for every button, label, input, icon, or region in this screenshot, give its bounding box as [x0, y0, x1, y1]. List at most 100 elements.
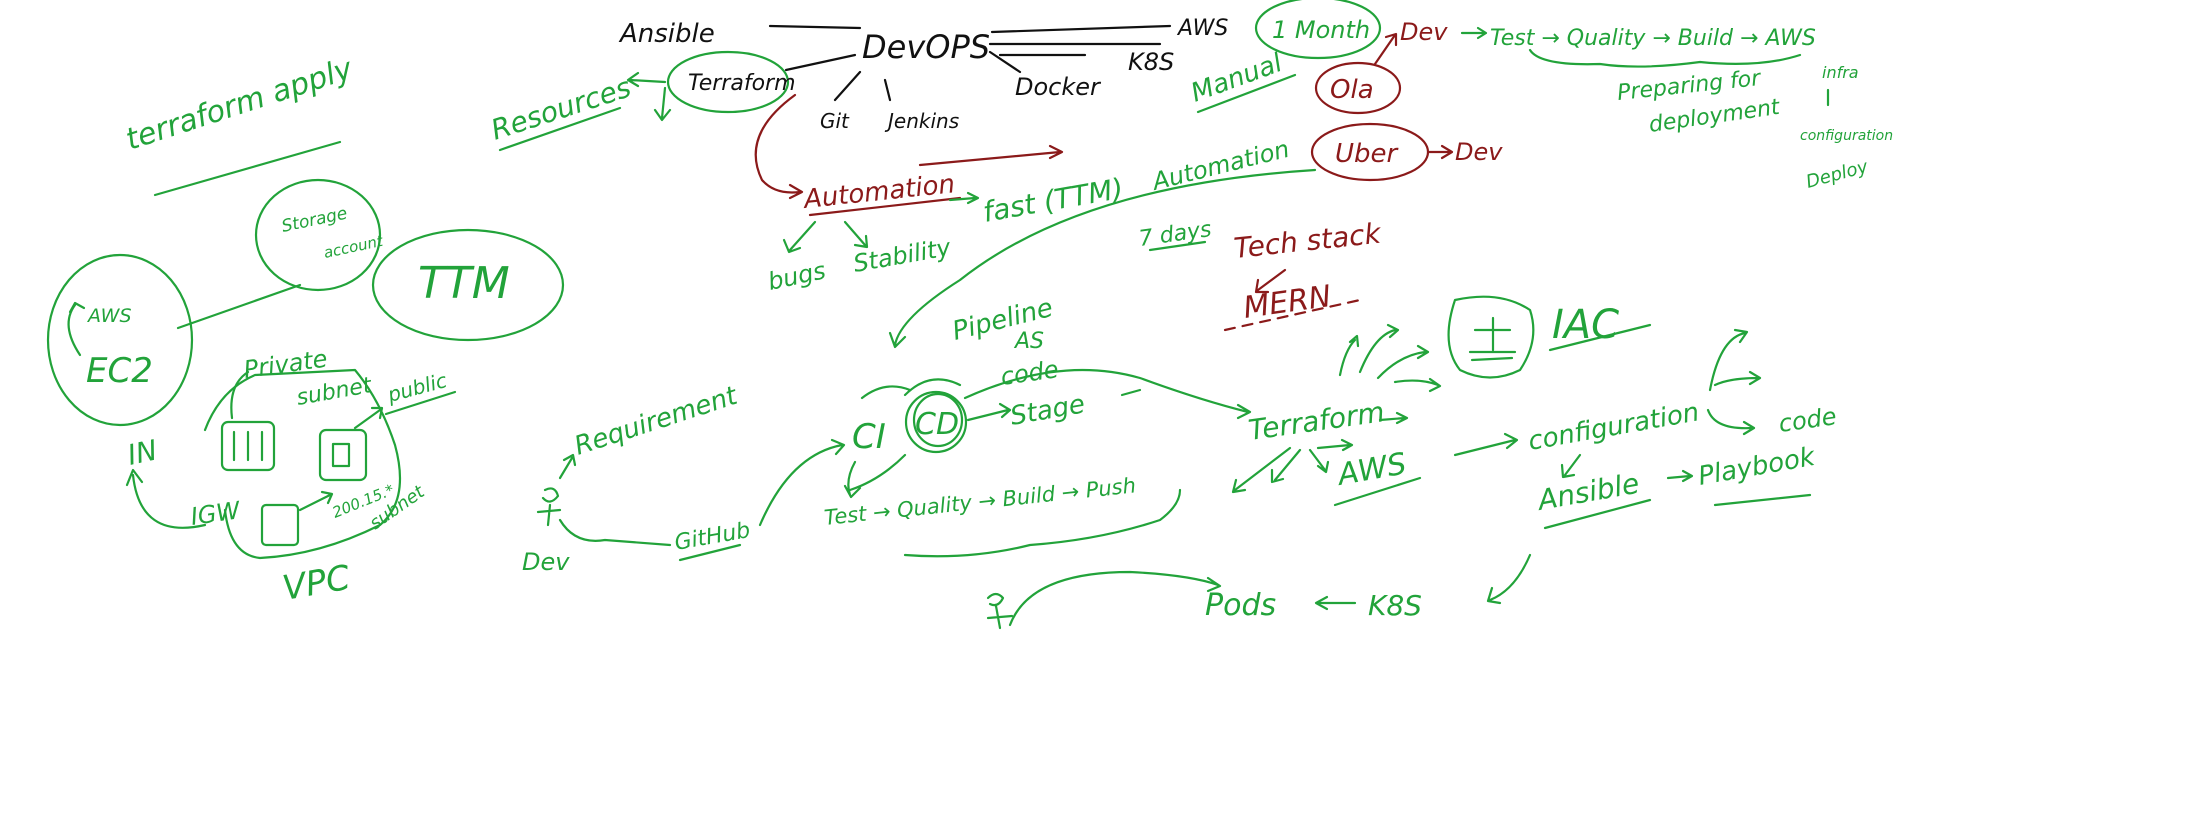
seven-days-underline	[1148, 240, 1207, 252]
dev-person-icon	[536, 487, 562, 527]
iac-glyph	[1468, 316, 1517, 362]
automation-red-arrow	[918, 144, 1064, 167]
aws-config-arrow	[1453, 432, 1519, 457]
aws-ec2-circle	[46, 253, 194, 427]
public-subnet-box	[318, 428, 368, 482]
left-section: terraform apply Storage account TTM AWS …	[46, 51, 565, 609]
ansible-underline	[1543, 498, 1652, 530]
private-subnet-box	[220, 420, 276, 472]
igw-label: IGW	[189, 496, 243, 531]
playbook-underline	[1713, 493, 1812, 507]
uber-label: Uber	[1335, 139, 1400, 169]
fast-label: fast (TTM)	[980, 172, 1125, 229]
iac-circle	[1447, 295, 1535, 379]
dev-requirement-arrow	[558, 453, 577, 480]
playbook-label: Playbook	[1696, 442, 1818, 492]
git-jenkins-lines	[833, 70, 892, 102]
ec2-to-storage-line	[176, 283, 302, 330]
infra-label: infra	[1822, 63, 1859, 82]
docker-label: Docker	[1015, 73, 1102, 101]
vpc-box	[203, 368, 402, 560]
terraform-devops-line	[784, 53, 857, 72]
aws-top-label: AWS	[1176, 16, 1228, 41]
igw-to-public-arrow	[298, 490, 334, 512]
terraform-branch-arrows	[1231, 438, 1354, 494]
github-underline	[678, 543, 742, 562]
ansible-playbook-arrow	[1666, 469, 1694, 483]
github-label: GitHub	[673, 518, 752, 556]
mern-underline	[1223, 298, 1362, 332]
ansible-devops-line	[768, 24, 862, 30]
terraform-apply-label: terraform apply	[122, 51, 358, 158]
terraform-resources-arrows	[626, 71, 672, 122]
igw-box	[260, 503, 300, 547]
ola-circle	[1314, 61, 1402, 115]
in-label: IN	[125, 433, 160, 471]
docker-k8s-lines	[988, 50, 1087, 74]
devops-aws-lines	[988, 24, 1172, 46]
public-to-label-arrow	[353, 406, 384, 430]
as-label: AS	[1013, 329, 1044, 354]
private-subnet-inner	[232, 430, 264, 462]
stage-dash	[1120, 388, 1142, 397]
dev-github-curve	[558, 518, 672, 547]
dev-top-label: Dev	[1400, 18, 1448, 46]
resources-label: Resources	[487, 71, 635, 147]
ansible-top-label: Ansible	[618, 19, 715, 49]
cd-circle-inner	[912, 392, 964, 448]
cd-label: CD	[915, 407, 959, 442]
ola-dev-arrow	[1373, 32, 1398, 66]
middle-section: Automation fast (TTM) Automation bugs St…	[765, 135, 1652, 393]
devops-label: DevOPS	[862, 28, 990, 66]
top-flow-label: Test → Quality → Build → AWS	[1490, 26, 1816, 51]
private-to-label-curve	[230, 370, 250, 420]
aws-ec2-curl-arrow	[67, 301, 86, 357]
deployment-label: deployment	[1647, 95, 1782, 138]
jenkins-label: Jenkins	[884, 109, 959, 133]
flow-brace	[1528, 48, 1802, 68]
cicd-left-squiggle	[843, 385, 912, 499]
one-month-circle	[1254, 0, 1382, 60]
mern-label: MERN	[1241, 279, 1333, 326]
dev-uber-label: Dev	[1455, 138, 1503, 166]
one-month-label: 1 Month	[1272, 16, 1370, 44]
cd-terraform-curve	[963, 368, 1252, 420]
ec2-label: EC2	[86, 351, 153, 391]
config-label: configuration	[1800, 128, 1893, 144]
test-chain-brace	[903, 488, 1182, 558]
ansible-bottom-label: Ansible	[1534, 467, 1642, 518]
public-subnet-inner	[331, 442, 351, 468]
private-label: Private	[242, 345, 329, 384]
terraform-top-circle	[666, 50, 790, 114]
manual-underline	[1196, 73, 1297, 114]
vpc-label: VPC	[280, 558, 354, 609]
public-underline	[384, 390, 457, 416]
dev-flow-arrow	[1460, 26, 1488, 40]
bugs-label: bugs	[765, 256, 828, 295]
resources-underline	[498, 106, 622, 152]
ci-label: CI	[852, 417, 886, 457]
top-section: Ansible DevOPS AWS Terraform Resources G…	[487, 0, 1893, 200]
git-label: Git	[820, 109, 850, 133]
ola-label: Ola	[1330, 75, 1374, 105]
config-branch-arrows	[1706, 328, 1762, 436]
terraform-apply-underline	[153, 140, 342, 197]
iac-sprouts	[1338, 323, 1442, 393]
aws-bottom-underline	[1333, 476, 1422, 507]
uber-pipeline-curve	[888, 168, 1317, 349]
code-bottom-label: code	[1777, 402, 1838, 438]
devops-automation-curve	[754, 93, 804, 200]
terraform-top-label: Terraform	[688, 71, 796, 96]
github-ci-arrow	[758, 438, 846, 527]
configuration-label: configuration	[1526, 397, 1701, 457]
cd-test-curve	[848, 453, 907, 492]
deploy-label: Deploy	[1804, 156, 1871, 193]
dev-bottom-label: Dev	[522, 548, 570, 576]
k8s-top-label: K8S	[1128, 48, 1174, 76]
bugs-stability-arrows	[782, 220, 869, 254]
uber-dev-arrow	[1426, 144, 1454, 160]
tech-stack-label: Tech stack	[1232, 217, 1384, 265]
bottom-section: Dev Requirement GitHub CI CD Stage Test …	[522, 328, 1838, 630]
user-pods-curve	[1008, 570, 1222, 627]
